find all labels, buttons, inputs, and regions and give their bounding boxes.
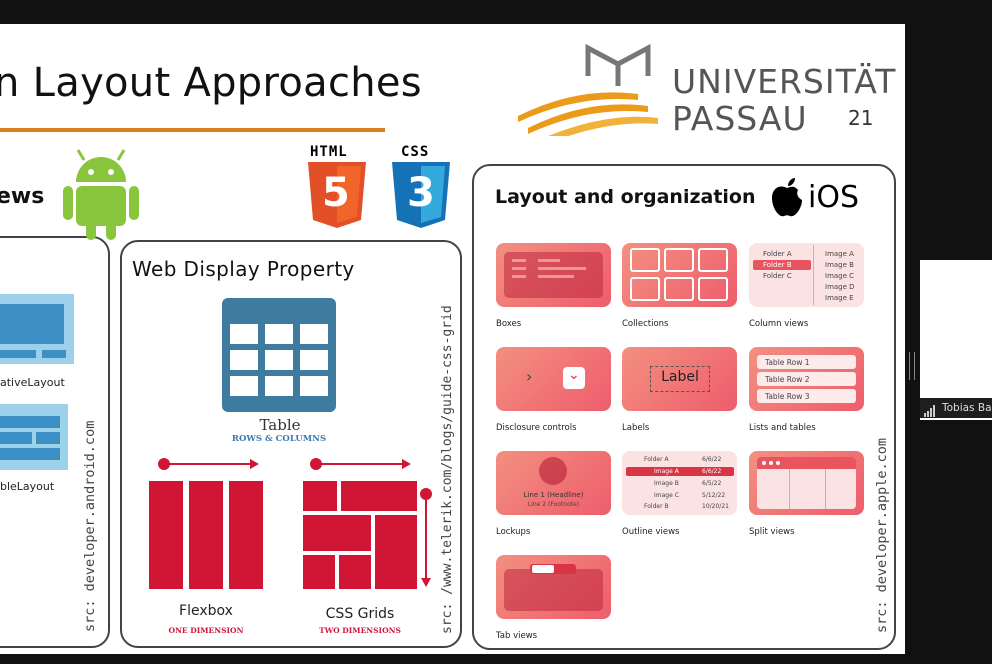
lockup-headline: Line 1 (Headline) [523, 491, 584, 499]
css-badge-label: CSS [401, 144, 430, 160]
apple-icon [772, 178, 802, 217]
relative-layout-label: ativeLayout [0, 376, 65, 389]
title-underline [0, 128, 385, 132]
cv-image-a: Image A [825, 250, 854, 258]
table-layout-icon [0, 404, 68, 470]
table-layout-label: bleLayout [0, 480, 55, 493]
html5-icon [308, 162, 366, 228]
flexbox-title: Flexbox [179, 603, 233, 619]
ios-heading: Layout and organization [495, 186, 756, 208]
outline-name: Image B [654, 480, 679, 487]
outline-date: 6/6/22 [702, 468, 722, 475]
list-row-2: Table Row 2 [765, 375, 810, 384]
outline-name: Image C [654, 492, 679, 499]
css3-icon [392, 162, 450, 228]
list-row-1: Table Row 1 [765, 358, 810, 367]
flexbox-subtitle: ONE DIMENSION [168, 626, 244, 635]
university-name-line1: UNIVERSITÄT [672, 62, 897, 101]
css-grid-icon [303, 481, 417, 589]
slide-number: 21 [848, 106, 874, 130]
university-name-line2: PASSAU [672, 99, 808, 138]
lists-tables-tile: Table Row 1 Table Row 2 Table Row 3 [749, 347, 864, 411]
table-subtitle: ROWS & COLUMNS [231, 434, 327, 444]
ios-label: iOS [808, 180, 859, 215]
grid-subtitle: TWO DIMENSIONS [319, 626, 401, 635]
lockup-footnote: Line 2 (Footnote) [527, 501, 580, 508]
lists-tables-label: Lists and tables [749, 423, 816, 433]
table-title: Table [259, 416, 301, 434]
android-heading: ews [0, 184, 45, 209]
grid-title: CSS Grids [325, 606, 395, 622]
tab-views-tile [496, 555, 611, 619]
panel-resize-handle[interactable] [909, 352, 915, 380]
slide-title: n Layout Approaches [0, 60, 422, 106]
grid-down-arrow-icon [420, 488, 432, 587]
split-views-tile [749, 451, 864, 515]
outline-date: 10/20/21 [702, 503, 729, 510]
cv-folder-c: Folder C [763, 272, 792, 280]
participant-video-tile[interactable] [920, 260, 992, 420]
list-row-3: Table Row 3 [765, 392, 810, 401]
disclosure-controls-tile: › ⌄ [496, 347, 611, 411]
css3-number: 3 [407, 170, 435, 216]
html-badge-label: HTML [310, 144, 348, 160]
labels-tile: Label [622, 347, 737, 411]
outline-name: Image A [654, 468, 679, 475]
cv-image-d: Image D [825, 283, 855, 291]
labels-label: Labels [622, 423, 650, 433]
ios-source: src: developer.apple.com [874, 437, 890, 633]
outline-date: 5/12/22 [702, 492, 726, 499]
participant-name: Tobias Ba [942, 402, 992, 414]
collections-label: Collections [622, 319, 669, 329]
web-heading: Web Display Property [132, 257, 355, 281]
html5-number: 5 [322, 170, 350, 216]
flexbox-column [189, 481, 223, 589]
university-logo-icon [518, 43, 658, 136]
relative-layout-icon [0, 294, 74, 364]
cv-image-c: Image C [825, 272, 855, 280]
outline-date: 6/5/22 [702, 480, 722, 487]
grid-arrow-icon [310, 458, 411, 470]
outline-views-tile: Folder A 6/6/22 Image A 6/6/22 Image B 6… [622, 451, 737, 515]
tab-views-label: Tab views [496, 631, 538, 641]
outline-name: Folder A [644, 456, 669, 463]
outline-name: Folder B [644, 503, 669, 510]
collections-tile [622, 243, 737, 307]
disclosure-controls-label: Disclosure controls [496, 423, 577, 433]
outline-views-label: Outline views [622, 527, 680, 537]
split-views-label: Split views [749, 527, 795, 537]
signal-strength-icon [924, 402, 937, 417]
label-tile-text: Label [661, 369, 699, 385]
column-views-label: Column views [749, 319, 809, 329]
android-icon [63, 149, 139, 240]
boxes-label: Boxes [496, 319, 522, 329]
flexbox-arrow-icon [158, 458, 259, 470]
lockups-tile: Line 1 (Headline) Line 2 (Footnote) [496, 451, 611, 515]
cv-folder-b: Folder B [763, 261, 792, 269]
flexbox-column [149, 481, 183, 589]
lockups-label: Lockups [496, 527, 531, 537]
boxes-tile [496, 243, 611, 307]
cv-image-e: Image E [825, 294, 854, 302]
flexbox-column [229, 481, 263, 589]
outline-date: 6/6/22 [702, 456, 722, 463]
column-views-tile: Folder A Folder B Folder C Image A Image… [749, 243, 864, 307]
table-icon [222, 298, 336, 412]
cv-image-b: Image B [825, 261, 854, 269]
web-source: src: /www.telerik.com/blogs/guide-css-gr… [440, 305, 455, 634]
android-source: src: developer.android.com [82, 420, 98, 632]
cv-folder-a: Folder A [763, 250, 792, 258]
participant-name-bar: Tobias Ba [920, 398, 992, 418]
presentation-slide: n Layout Approaches UNIVERSITÄT PASSAU 2… [0, 24, 905, 654]
